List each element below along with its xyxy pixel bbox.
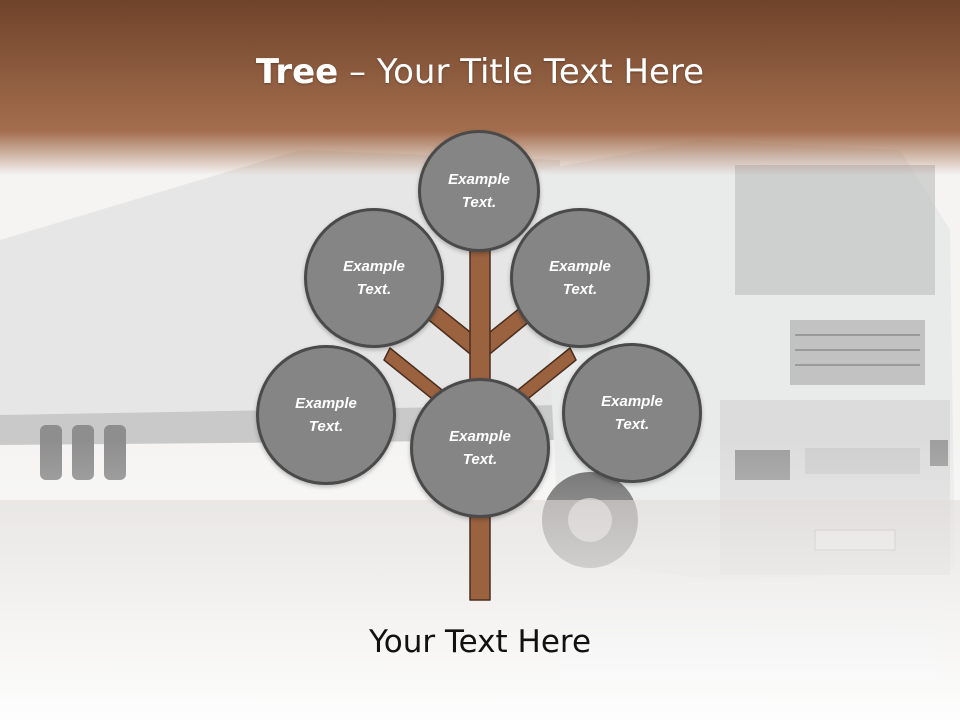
node-text-line1: Example	[448, 171, 510, 188]
footer-text: Your Text Here	[368, 624, 592, 660]
node-text-line1: Example	[343, 258, 405, 275]
node-text-line1: Example	[601, 393, 663, 410]
node-text-line2: Text.	[308, 418, 344, 435]
title-text: – Your Title Text Here	[338, 52, 705, 92]
slide-title: Tree – Your Title Text Here	[0, 52, 960, 92]
node-text-line1: Example	[549, 258, 611, 275]
node-text-line2: Text.	[356, 281, 392, 298]
node-text-line2: Text.	[461, 194, 497, 211]
title-bold: Tree	[255, 52, 339, 92]
node-text-line2: Text.	[462, 451, 498, 468]
node-text-line2: Text.	[562, 281, 598, 298]
node-text-line1: Example	[295, 395, 357, 412]
node-text-line2: Text.	[614, 416, 650, 433]
node-text-line1: Example	[449, 428, 511, 445]
